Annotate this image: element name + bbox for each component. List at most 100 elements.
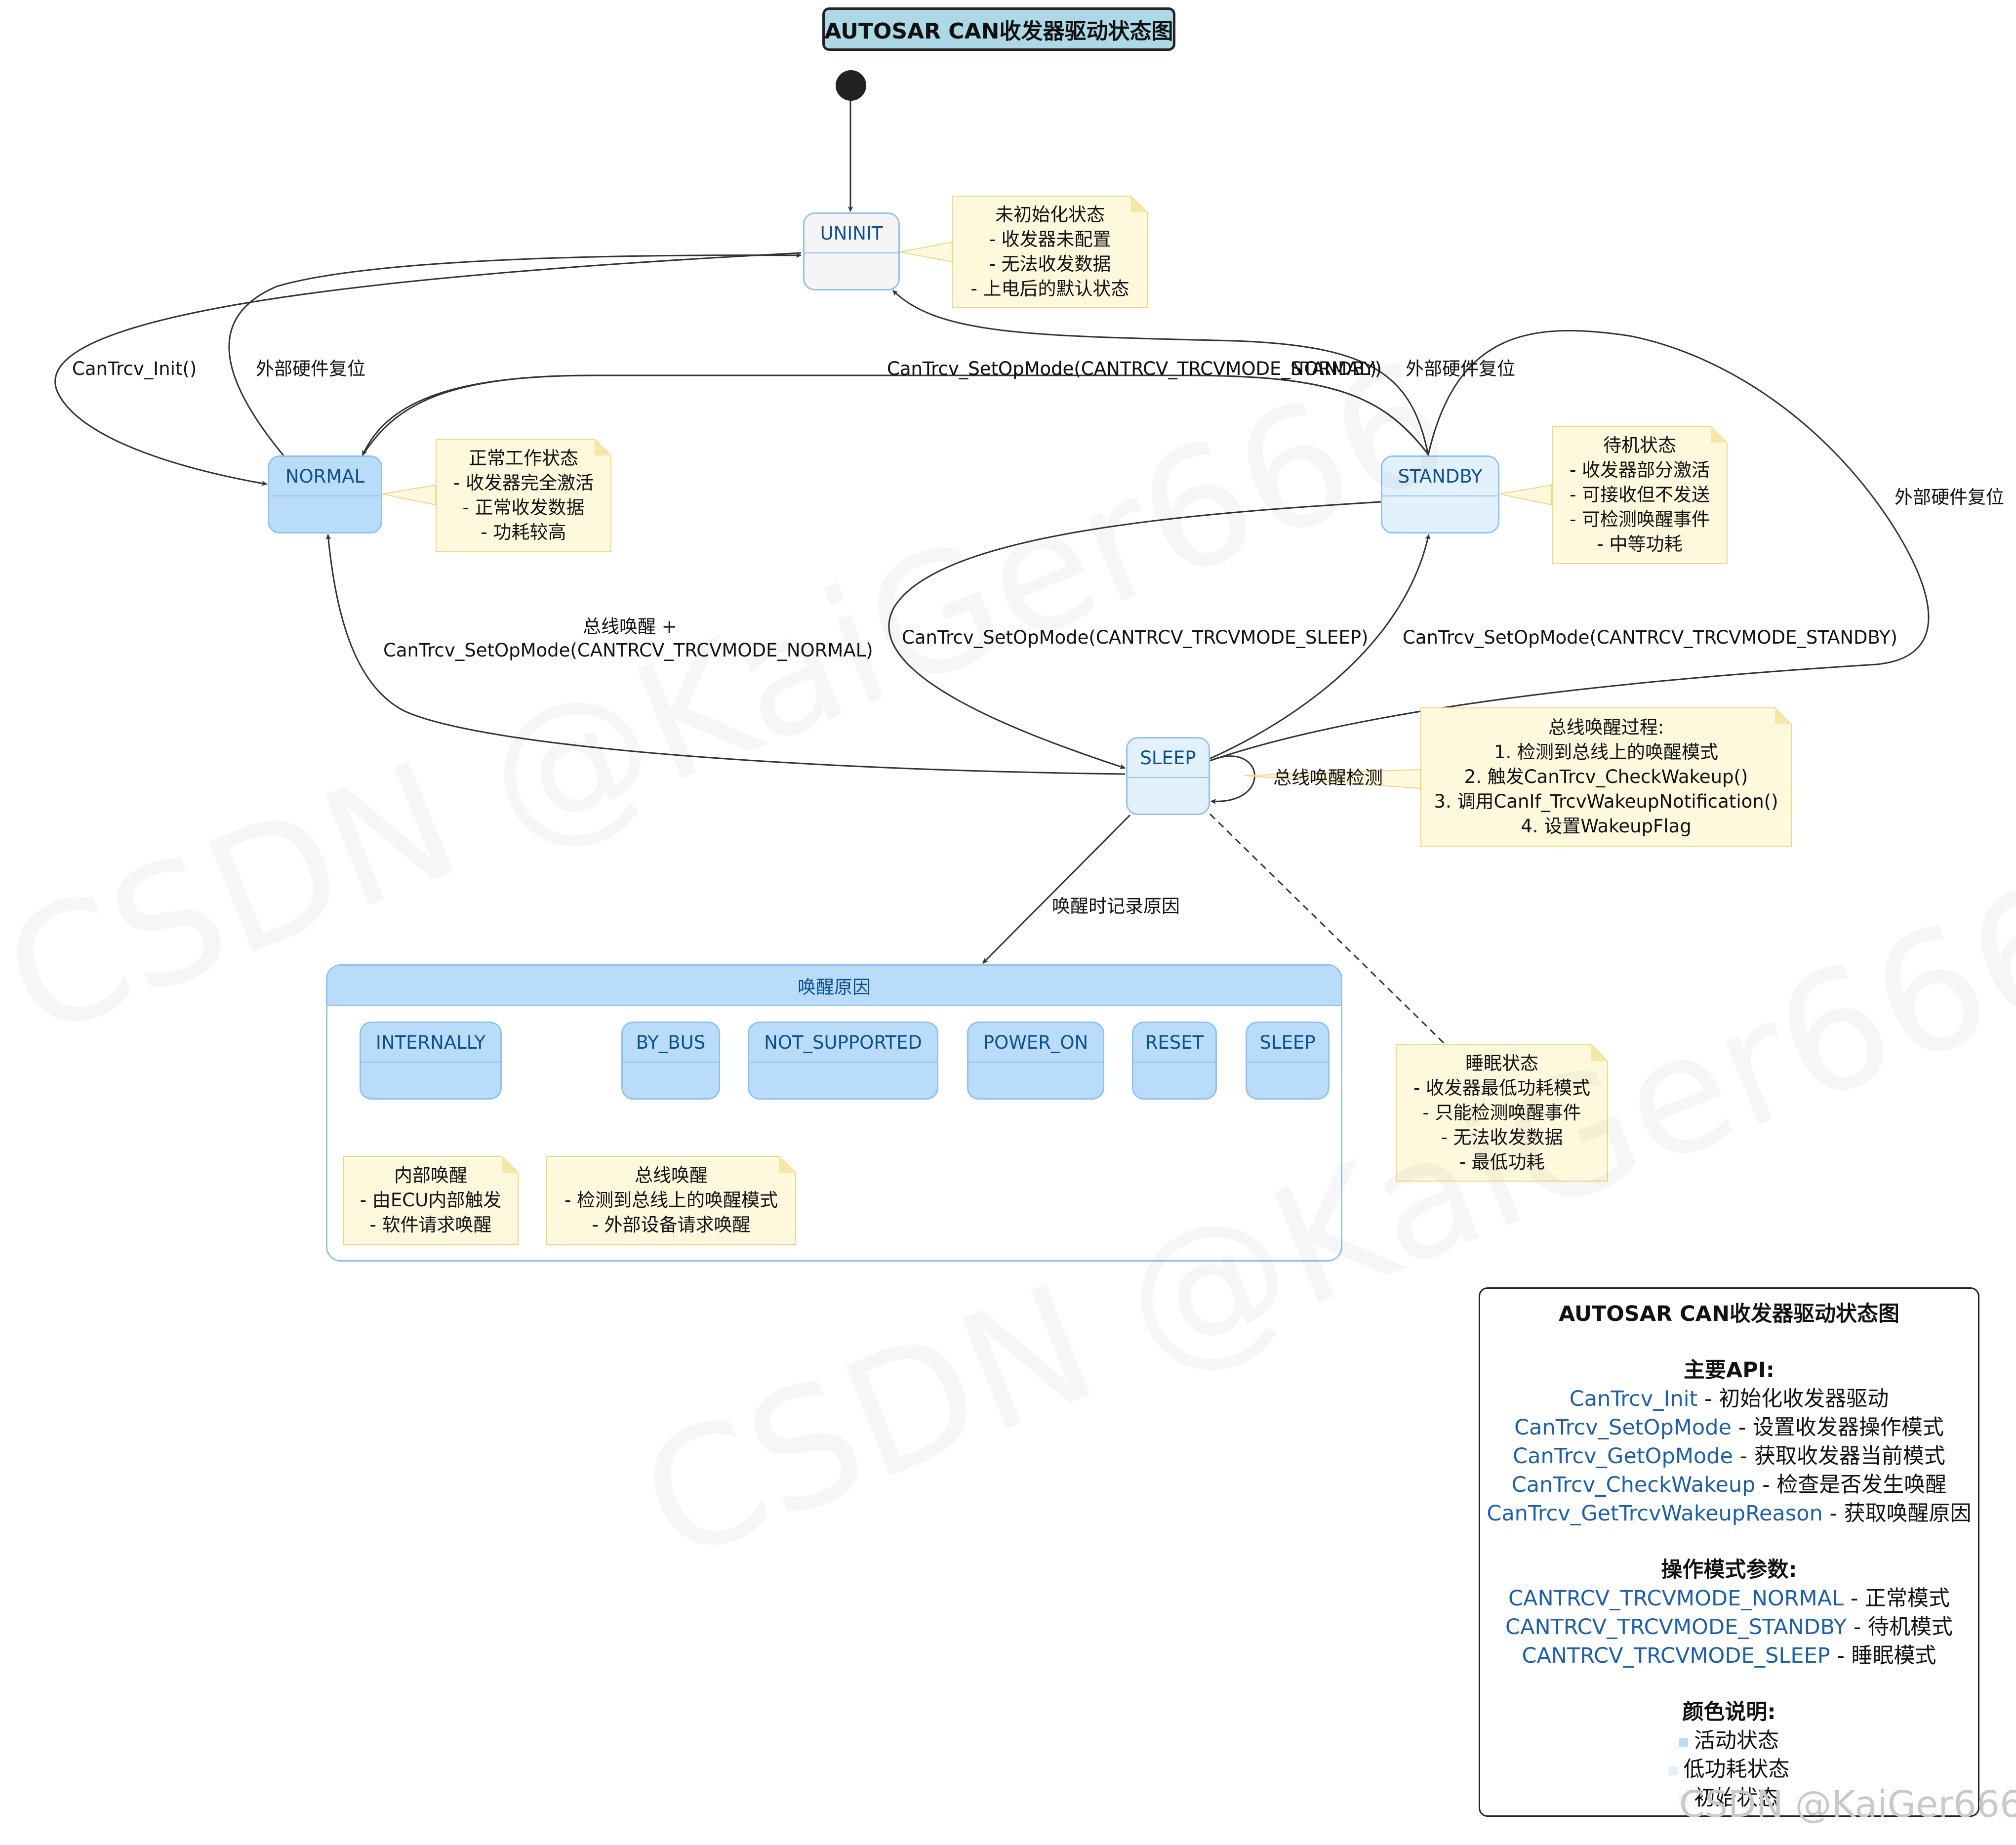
note-by-bus: 总线唤醒 - 检测到总线上的唤醒模式 - 外部设备请求唤醒 — [546, 1156, 796, 1245]
note-standby: 待机状态 - 收发器部分激活 - 可接收但不发送 - 可检测唤醒事件 - 中等功… — [1552, 426, 1728, 564]
note-internally: 内部唤醒 - 由ECU内部触发 - 软件请求唤醒 — [343, 1156, 519, 1245]
color-label: 活动状态 — [1694, 1728, 1779, 1753]
note-line: - 最低功耗 — [1459, 1151, 1545, 1173]
mode-desc: - 正常模式 — [1844, 1586, 1950, 1611]
arrow-to-standby — [362, 374, 1429, 456]
label-bus-wakeup-2: CanTrcv_SetOpMode(CANTRCV_TRCVMODE_NORMA… — [383, 640, 873, 661]
state-divider — [269, 495, 381, 496]
wakeup-reason-composite: 唤醒原因 — [326, 964, 1342, 1262]
state-divider — [1133, 1062, 1215, 1063]
reason-not-supported: NOT_SUPPORTED — [748, 1022, 938, 1100]
color-swatch — [1668, 1766, 1678, 1775]
state-divider — [805, 252, 898, 253]
legend-api-heading: 主要API: — [1684, 1358, 1774, 1383]
note-line: 总线唤醒 — [635, 1165, 708, 1186]
note-line: 总线唤醒过程: — [1548, 717, 1664, 738]
state-uninit-label: UNINIT — [820, 222, 883, 244]
arrow-record-reason — [982, 814, 1131, 964]
dashed-sleep-note — [1209, 813, 1445, 1044]
state-standby: STANDBY — [1381, 455, 1499, 533]
state-divider — [361, 1062, 500, 1063]
note-line: - 由ECU内部触发 — [360, 1189, 502, 1211]
legend-color-item: 低功耗状态 — [1480, 1755, 1978, 1784]
legend-title: AUTOSAR CAN收发器驱动状态图 — [1559, 1302, 1899, 1326]
note-line: 1. 检测到总线上的唤醒模式 — [1493, 741, 1719, 763]
reason-label: RESET — [1145, 1031, 1204, 1053]
state-divider — [1247, 1062, 1328, 1063]
label-reset-normal: 外部硬件复位 — [256, 358, 365, 379]
color-label: 初始状态 — [1694, 1786, 1779, 1810]
diagram-title: AUTOSAR CAN收发器驱动状态图 — [822, 7, 1175, 51]
mode-name: CANTRCV_TRCVMODE_NORMAL — [1508, 1586, 1844, 1611]
legend-color-heading: 颜色说明: — [1682, 1700, 1776, 1724]
reason-label: NOT_SUPPORTED — [764, 1031, 922, 1053]
arrow-sleep-to-standby — [1205, 534, 1431, 762]
note-line: - 正常收发数据 — [462, 497, 585, 518]
note-line: 睡眠状态 — [1465, 1053, 1538, 1074]
legend-api-item: CanTrcv_Init - 初始化收发器驱动 — [1480, 1385, 1978, 1413]
note-line: 未初始化状态 — [995, 204, 1105, 225]
state-normal-label: NORMAL — [285, 465, 365, 487]
api-name: CanTrcv_GetTrcvWakeupReason — [1487, 1501, 1823, 1526]
note-line: 内部唤醒 — [394, 1165, 467, 1186]
legend-api-item: CanTrcv_GetOpMode - 获取收发器当前模式 — [1480, 1442, 1978, 1471]
note-line: 3. 调用CanIf_TrcvWakeupNotification() — [1434, 791, 1778, 812]
reason-by-bus: BY_BUS — [621, 1022, 720, 1100]
label-to-standby: CanTrcv_SetOpMode(CANTRCV_TRCVMODE_STAND… — [887, 358, 1382, 379]
note-line: - 无法收发数据 — [989, 253, 1111, 275]
api-desc: - 获取唤醒原因 — [1822, 1501, 1972, 1526]
state-sleep: SLEEP — [1126, 737, 1210, 815]
api-desc: - 获取收发器当前模式 — [1733, 1444, 1945, 1469]
state-divider — [968, 1062, 1103, 1063]
api-desc: - 检查是否发生唤醒 — [1755, 1473, 1947, 1497]
api-name: CanTrcv_GetOpMode — [1513, 1444, 1733, 1469]
legend-mode-item: CANTRCV_TRCVMODE_SLEEP - 睡眠模式 — [1480, 1641, 1978, 1670]
state-divider — [1128, 777, 1209, 778]
note-line: 待机状态 — [1603, 435, 1676, 456]
color-label: 低功耗状态 — [1683, 1757, 1790, 1782]
note-line: - 可检测唤醒事件 — [1569, 509, 1710, 530]
note-line: - 外部设备请求唤醒 — [592, 1214, 751, 1235]
reason-label: POWER_ON — [983, 1031, 1089, 1053]
arrow-to-sleep — [888, 501, 1381, 770]
note-line: 2. 触发CanTrcv_CheckWakeup() — [1464, 766, 1748, 787]
state-divider — [623, 1062, 719, 1063]
note-line: - 可接收但不发送 — [1569, 484, 1710, 505]
mode-desc: - 睡眠模式 — [1830, 1643, 1936, 1668]
note-sleep-wakeup-process: 总线唤醒过程: 1. 检测到总线上的唤醒模式 2. 触发CanTrcv_Chec… — [1420, 707, 1792, 847]
color-swatch — [1679, 1795, 1688, 1804]
arrow-reset-normal — [228, 252, 802, 456]
label-reset-standby: 外部硬件复位 — [1406, 358, 1515, 379]
label-sleep-to-standby: CanTrcv_SetOpMode(CANTRCV_TRCVMODE_STAND… — [1403, 627, 1897, 648]
label-to-normal: CanTrcv_SetOpMode(CANTRCV_TRCVMODE_NORMA… — [887, 358, 1377, 379]
mode-name: CANTRCV_TRCVMODE_SLEEP — [1522, 1643, 1830, 1668]
note-line: - 中等功耗 — [1597, 533, 1683, 555]
legend-color-item: 活动状态 — [1480, 1726, 1978, 1755]
initial-state-dot — [836, 70, 866, 101]
note-normal: 正常工作状态 - 收发器完全激活 - 正常收发数据 - 功耗较高 — [436, 439, 611, 552]
legend-api-item: CanTrcv_CheckWakeup - 检查是否发生唤醒 — [1480, 1471, 1978, 1499]
api-name: CanTrcv_Init — [1569, 1387, 1698, 1411]
label-record-reason: 唤醒时记录原因 — [1052, 896, 1180, 917]
api-desc: - 初始化收发器驱动 — [1697, 1387, 1889, 1411]
note-line: - 收发器完全激活 — [453, 472, 594, 493]
legend-mode-item: CANTRCV_TRCVMODE_NORMAL - 正常模式 — [1480, 1584, 1978, 1613]
note-line: - 只能检测唤醒事件 — [1422, 1102, 1581, 1123]
reason-label: INTERNALLY — [375, 1031, 486, 1053]
state-sleep-label: SLEEP — [1140, 747, 1196, 769]
legend-color-item: 初始状态 — [1480, 1784, 1978, 1812]
arrow-bus-wakeup — [325, 534, 1126, 775]
reason-label: BY_BUS — [636, 1031, 706, 1053]
label-to-sleep: CanTrcv_SetOpMode(CANTRCV_TRCVMODE_SLEEP… — [902, 627, 1369, 648]
reason-reset: RESET — [1132, 1022, 1217, 1100]
wakeup-reason-title: 唤醒原因 — [327, 966, 1341, 1006]
note-line: - 收发器部分激活 — [1569, 459, 1710, 481]
state-uninit: UNINIT — [803, 212, 900, 290]
arrow-reset-standby — [892, 289, 1429, 456]
legend-panel: AUTOSAR CAN收发器驱动状态图 主要API: CanTrcv_Init … — [1479, 1287, 1979, 1817]
note-tail-standby — [1499, 484, 1552, 506]
label-self-loop: 总线唤醒检测 — [1273, 767, 1383, 788]
note-line: - 无法收发数据 — [1441, 1127, 1563, 1148]
state-divider — [749, 1062, 937, 1063]
legend-mode-heading: 操作模式参数: — [1661, 1558, 1797, 1582]
